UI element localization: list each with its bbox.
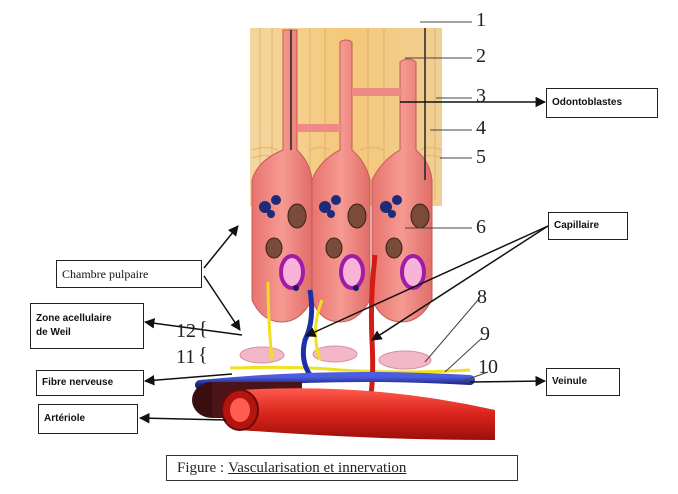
bracket-12: {	[198, 318, 208, 340]
weil-zone-cells	[239, 345, 432, 370]
odontoblast-process-fibres	[290, 28, 426, 180]
cell-mitochondria	[265, 203, 430, 259]
bracket-11: {	[198, 344, 208, 366]
figure-caption: Figure : Vascularisation et innervation	[166, 455, 518, 481]
number-leader-lines	[405, 21, 489, 383]
label-zone-acellulaire-weil: Zone acellulaire de Weil	[30, 303, 144, 349]
label-chambre-pulpaire: Chambre pulpaire	[56, 260, 202, 288]
label-zone-acellulaire-line1: Zone acellulaire	[36, 313, 112, 324]
caption-title: Vascularisation et innervation	[228, 459, 407, 476]
label-number-4: 4	[476, 117, 486, 139]
label-number-9: 9	[480, 323, 490, 345]
label-number-3: 3	[476, 85, 486, 107]
label-veinule: Veinule	[546, 368, 620, 396]
arteriole-vessel	[192, 382, 495, 440]
label-number-5: 5	[476, 146, 486, 168]
label-number-2: 2	[476, 45, 486, 67]
caption-prefix: Figure :	[177, 459, 225, 476]
label-number-12: 12	[176, 320, 196, 342]
label-capillaire: Capillaire	[548, 212, 628, 240]
label-arrows	[138, 96, 549, 424]
label-odontoblastes: Odontoblastes	[546, 88, 658, 118]
cell-granules	[259, 195, 402, 218]
label-number-1: 1	[476, 9, 486, 31]
capillary-blue	[300, 289, 315, 377]
cell-nucleoli	[293, 285, 359, 291]
label-fibre-nerveuse: Fibre nerveuse	[36, 370, 144, 396]
cell-nuclei	[279, 254, 426, 290]
label-number-6: 6	[476, 216, 486, 238]
label-number-10: 10	[478, 356, 498, 378]
label-arteriole: Artériole	[38, 404, 138, 434]
odontoblast-process-branches	[297, 88, 402, 132]
label-number-8: 8	[477, 286, 487, 308]
label-zone-acellulaire-line2: de Weil	[36, 327, 71, 338]
label-number-11: 11	[176, 346, 196, 368]
